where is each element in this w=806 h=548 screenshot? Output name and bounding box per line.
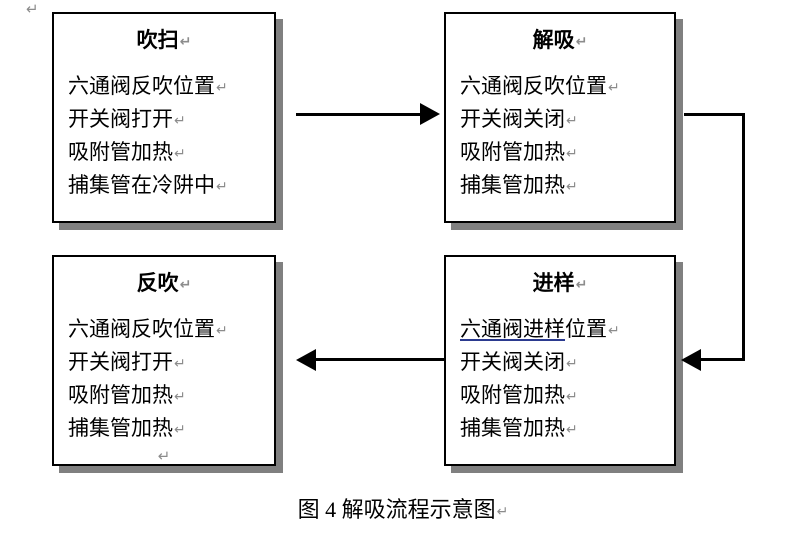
box-trailing-return-mark: ↵ xyxy=(54,448,274,466)
process-box-desorb[interactable]: 解吸↵ 六通阀反吹位置↵ 开关阀关闭↵ 吸附管加热↵ 捕集管加热↵ xyxy=(444,12,676,223)
box-title-text: 反吹 xyxy=(136,271,179,295)
connector-inject-to-backflush-line xyxy=(316,358,444,361)
box-line: 吸附管加热↵ xyxy=(68,380,274,413)
box-line-text: 六通阀反吹位置 xyxy=(460,74,607,98)
box-title-inject: 进样↵ xyxy=(446,273,674,294)
connector-desorb-to-inject-bottom-segment xyxy=(700,358,745,361)
figure-caption: 图 4 解吸流程示意图↵ xyxy=(0,497,806,523)
return-mark-icon: ↵ xyxy=(174,389,186,405)
return-mark-icon: ↵ xyxy=(566,356,578,372)
box-line-rest-text: 位置 xyxy=(565,317,607,341)
return-mark-icon: ↵ xyxy=(566,146,578,162)
box-line-text: 吸附管加热 xyxy=(460,140,565,164)
return-mark-icon: ↵ xyxy=(179,34,192,50)
box-line-hyperlink[interactable]: 六通阀进样位置↵ xyxy=(460,314,674,347)
box-title-desorb: 解吸↵ xyxy=(446,30,674,51)
box-line-text: 开关阀关闭 xyxy=(460,350,565,374)
return-mark-icon: ↵ xyxy=(575,34,588,50)
box-lines-inject: 六通阀进样位置↵ 开关阀关闭↵ 吸附管加热↵ 捕集管加热↵ xyxy=(446,314,674,446)
return-mark-icon: ↵ xyxy=(566,422,578,438)
connector-desorb-to-inject-top-segment xyxy=(684,113,745,116)
box-line-text: 吸附管加热 xyxy=(68,140,173,164)
arrow-head-right-icon xyxy=(420,103,440,125)
return-mark-icon: ↵ xyxy=(608,80,620,96)
return-mark-icon: ↵ xyxy=(608,323,620,339)
return-mark-icon: ↵ xyxy=(575,277,588,293)
box-line-text: 捕集管加热 xyxy=(460,173,565,197)
return-mark-icon: ↵ xyxy=(216,323,228,339)
box-line: 捕集管加热↵ xyxy=(460,170,674,203)
return-mark-icon: ↵ xyxy=(174,113,186,129)
return-mark-icon: ↵ xyxy=(174,146,186,162)
return-mark-icon: ↵ xyxy=(566,113,578,129)
return-mark-icon: ↵ xyxy=(566,179,578,195)
box-line-text: 捕集管加热 xyxy=(68,416,173,440)
box-line: 六通阀反吹位置↵ xyxy=(68,314,274,347)
box-line-text: 捕集管在冷阱中 xyxy=(68,173,215,197)
arrow-head-left-icon xyxy=(296,349,316,371)
box-line: 捕集管在冷阱中↵ xyxy=(68,170,274,203)
connector-purge-to-desorb-line xyxy=(296,113,424,116)
return-mark-icon: ↵ xyxy=(566,389,578,405)
connector-desorb-to-inject-vertical-segment xyxy=(742,113,745,361)
box-line: 开关阀关闭↵ xyxy=(460,104,674,137)
box-title-text: 解吸 xyxy=(532,28,575,52)
box-lines-backflush: 六通阀反吹位置↵ 开关阀打开↵ 吸附管加热↵ 捕集管加热↵ xyxy=(54,314,274,446)
process-box-backflush[interactable]: 反吹↵ 六通阀反吹位置↵ 开关阀打开↵ 吸附管加热↵ 捕集管加热↵ ↵ xyxy=(52,255,276,466)
paragraph-return-mark: ↵ xyxy=(26,0,39,18)
box-line-text: 开关阀关闭 xyxy=(460,107,565,131)
box-line: 捕集管加热↵ xyxy=(68,413,274,446)
box-lines-desorb: 六通阀反吹位置↵ 开关阀关闭↵ 吸附管加热↵ 捕集管加热↵ xyxy=(446,71,674,203)
return-mark-icon: ↵ xyxy=(216,80,228,96)
arrow-head-left-icon xyxy=(681,349,701,371)
box-line-text: 捕集管加热 xyxy=(460,416,565,440)
box-line: 吸附管加热↵ xyxy=(68,137,274,170)
box-line: 吸附管加热↵ xyxy=(460,137,674,170)
box-line: 六通阀反吹位置↵ xyxy=(68,71,274,104)
return-mark-icon: ↵ xyxy=(174,356,186,372)
box-line-underlined-text: 六通阀进样 xyxy=(460,317,565,341)
box-line-text: 开关阀打开 xyxy=(68,350,173,374)
box-line: 开关阀关闭↵ xyxy=(460,347,674,380)
box-line: 吸附管加热↵ xyxy=(460,380,674,413)
box-line: 捕集管加热↵ xyxy=(460,413,674,446)
box-title-text: 吹扫 xyxy=(136,28,179,52)
return-mark-icon: ↵ xyxy=(216,179,228,195)
box-line-text: 开关阀打开 xyxy=(68,107,173,131)
box-lines-purge: 六通阀反吹位置↵ 开关阀打开↵ 吸附管加热↵ 捕集管在冷阱中↵ xyxy=(54,71,274,203)
box-title-text: 进样 xyxy=(532,271,575,295)
process-box-purge[interactable]: 吹扫↵ 六通阀反吹位置↵ 开关阀打开↵ 吸附管加热↵ 捕集管在冷阱中↵ xyxy=(52,12,276,223)
box-line: 开关阀打开↵ xyxy=(68,347,274,380)
return-mark-icon: ↵ xyxy=(157,447,171,465)
return-mark-icon: ↵ xyxy=(179,277,192,293)
box-line: 开关阀打开↵ xyxy=(68,104,274,137)
box-line: 六通阀反吹位置↵ xyxy=(460,71,674,104)
box-title-backflush: 反吹↵ xyxy=(54,273,274,294)
box-line-text: 吸附管加热 xyxy=(460,383,565,407)
figure-caption-text: 图 4 解吸流程示意图 xyxy=(297,497,496,522)
box-title-purge: 吹扫↵ xyxy=(54,30,274,51)
process-box-inject[interactable]: 进样↵ 六通阀进样位置↵ 开关阀关闭↵ 吸附管加热↵ 捕集管加热↵ xyxy=(444,255,676,466)
box-line-text: 六通阀反吹位置 xyxy=(68,74,215,98)
return-mark-icon: ↵ xyxy=(174,422,186,438)
box-line-text: 吸附管加热 xyxy=(68,383,173,407)
box-line-text: 六通阀反吹位置 xyxy=(68,317,215,341)
return-mark-icon: ↵ xyxy=(496,504,509,520)
